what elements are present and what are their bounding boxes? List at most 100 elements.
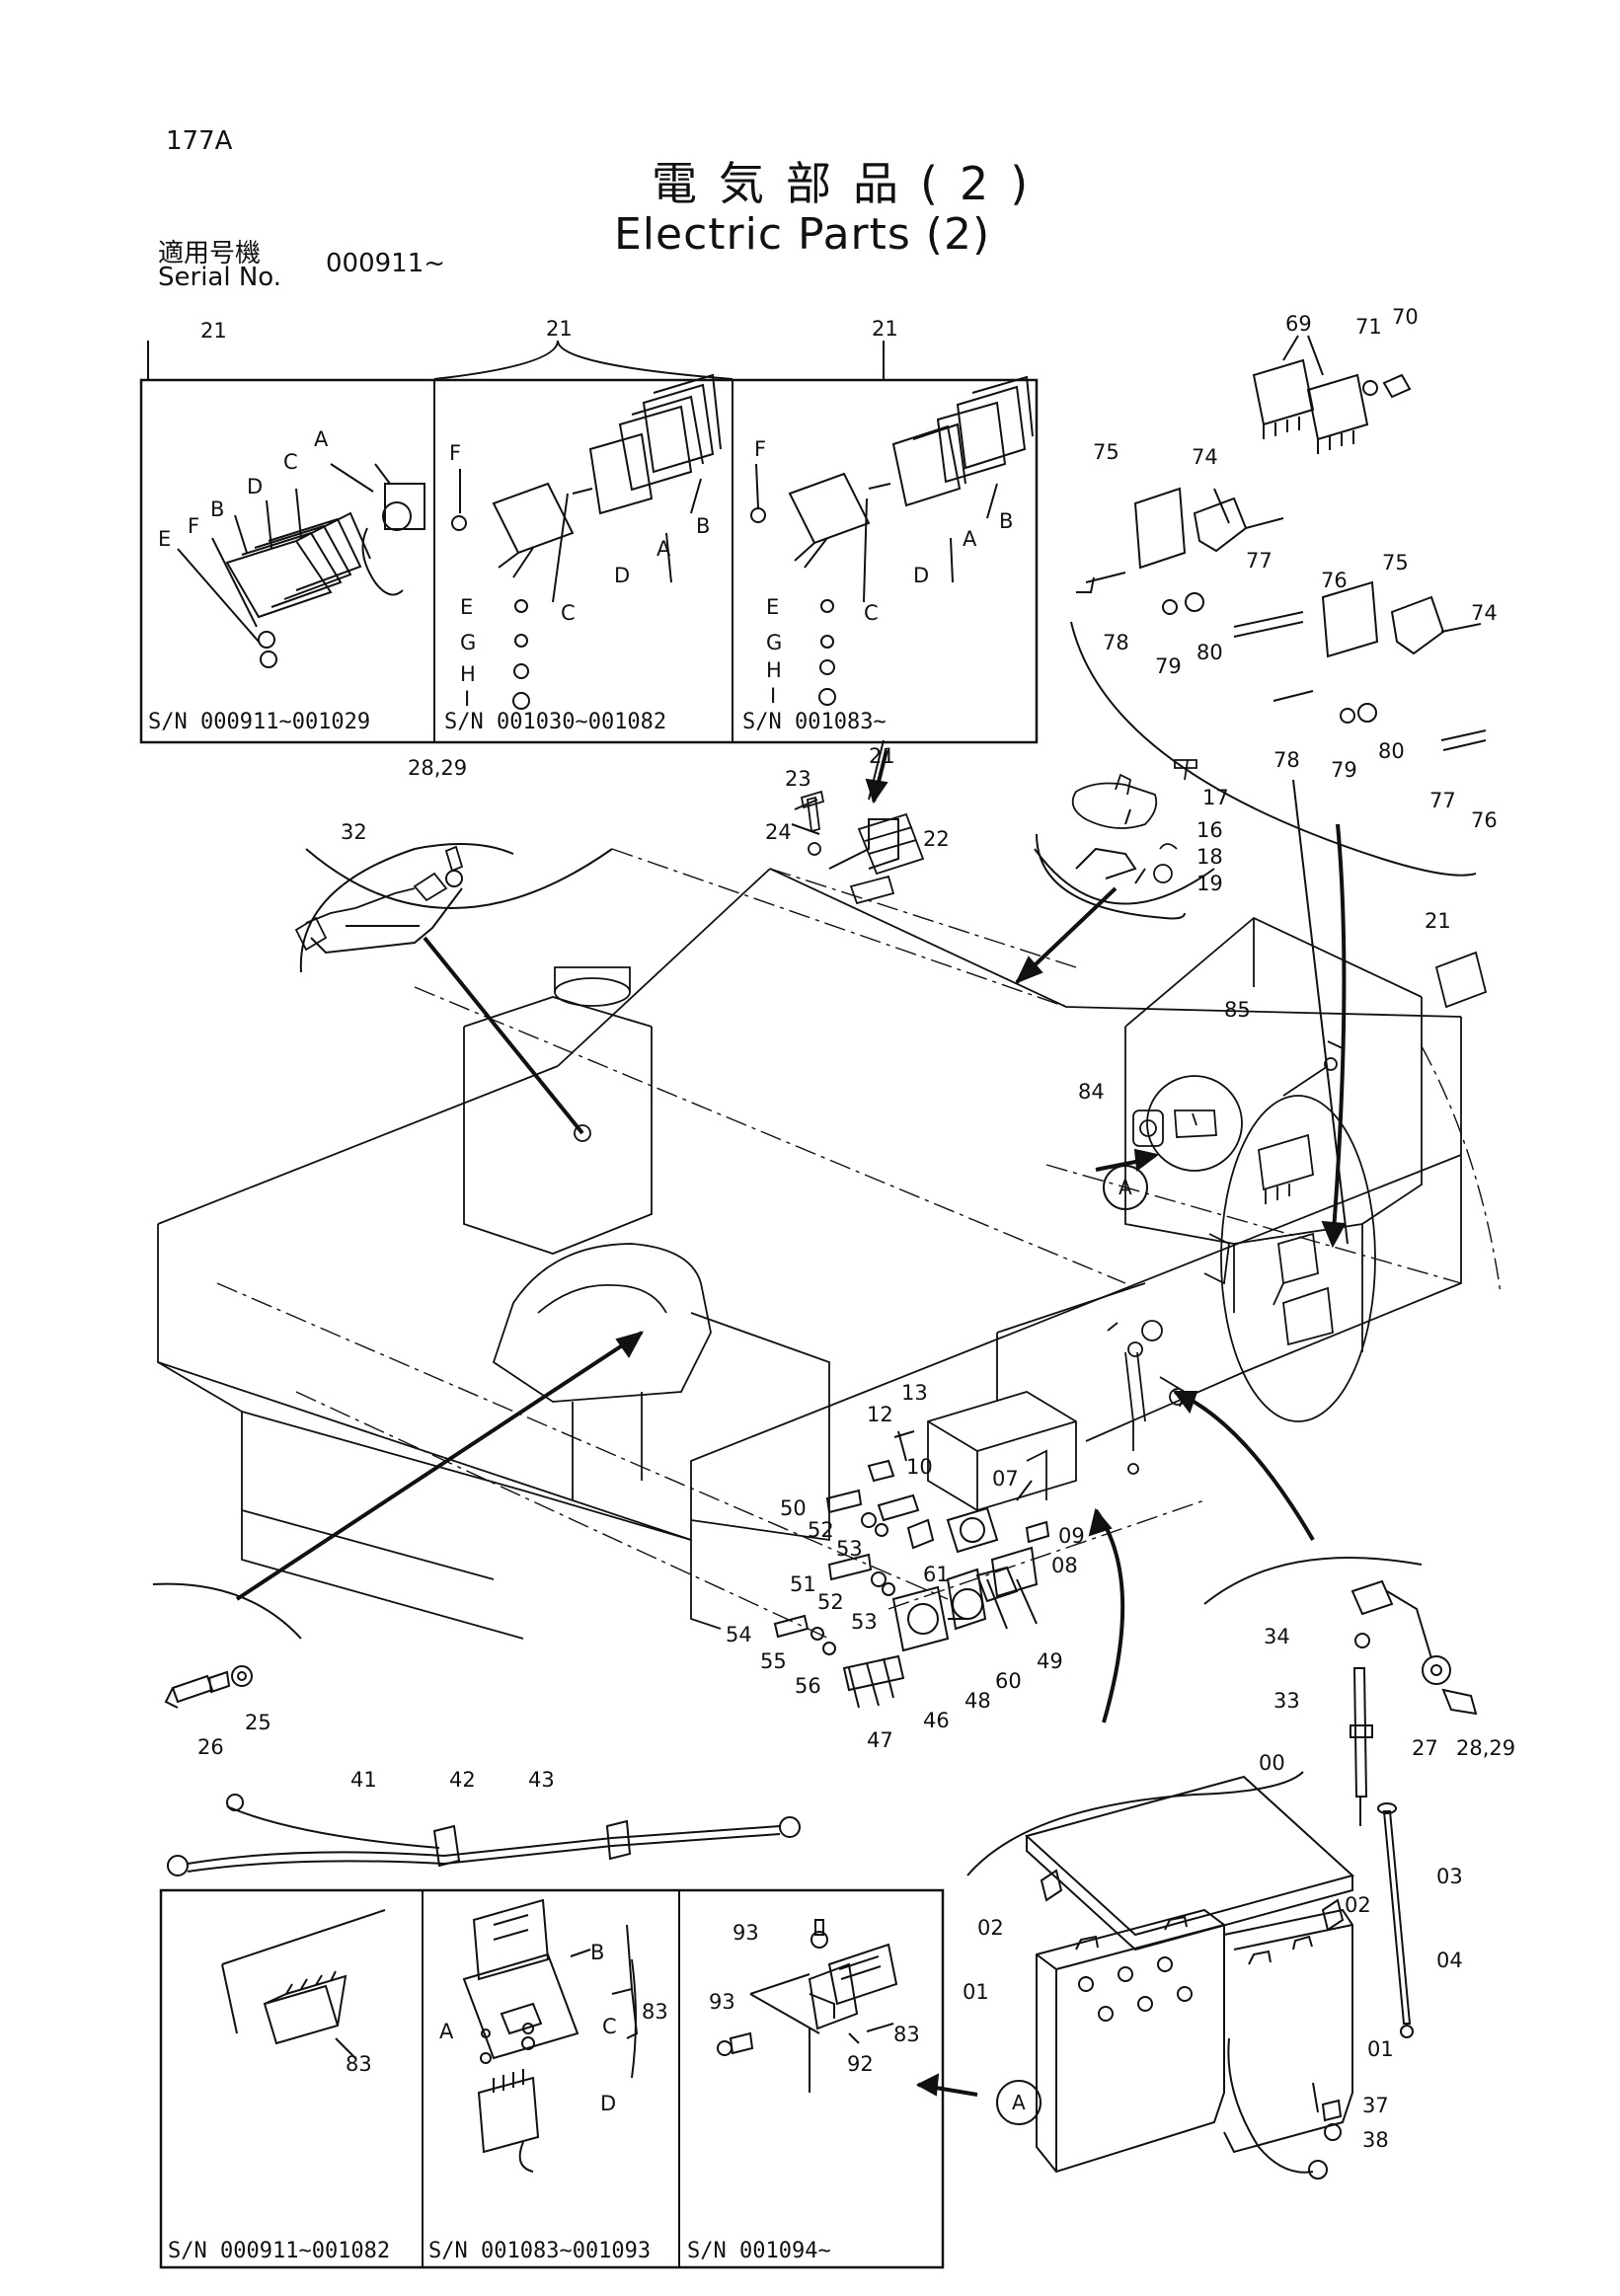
reference-marker-a	[1103, 1165, 1148, 1210]
part-21-right: 21	[1425, 909, 1451, 933]
reference-marker-a-bottom	[996, 2080, 1041, 2125]
label-93-b: 93	[709, 1990, 735, 2014]
part-77: 77	[1246, 549, 1273, 573]
part-54: 54	[726, 1623, 752, 1646]
part-10: 10	[906, 1455, 933, 1479]
part-01: 01	[963, 1980, 989, 2004]
page-title-english: Electric Parts (2)	[614, 209, 991, 260]
sn-range-bottom-1: S/N 000911~001082	[168, 2239, 390, 2263]
part-52: 52	[808, 1518, 834, 1542]
label-h-3: H	[766, 658, 782, 682]
callout-21-c: 21	[872, 317, 898, 341]
part-75-b: 75	[1382, 551, 1409, 574]
wiring-harness	[167, 1794, 801, 1876]
part-02: 02	[977, 1916, 1004, 1940]
part-08: 08	[1051, 1554, 1078, 1577]
part-42: 42	[449, 1768, 476, 1792]
fuel-level-sensor	[1350, 1579, 1478, 1826]
part-32: 32	[341, 820, 367, 844]
part-75: 75	[1093, 440, 1119, 464]
label-e: E	[158, 527, 171, 551]
part-03: 03	[1436, 1865, 1463, 1888]
part-01-b: 01	[1367, 2037, 1394, 2061]
ref-a-label-bottom: A	[1012, 2091, 1026, 2114]
part-80-b: 80	[1378, 739, 1405, 763]
serial-label-english: Serial No.	[158, 263, 281, 292]
upper-callouts	[305, 739, 1215, 955]
part-02-b: 02	[1345, 1893, 1371, 1917]
label-c-bottom: C	[602, 2015, 617, 2038]
part-60: 60	[995, 1669, 1022, 1693]
label-93-a: 93	[733, 1921, 759, 1945]
part-37: 37	[1362, 2094, 1389, 2117]
label-c: C	[283, 450, 298, 474]
part-69: 69	[1285, 312, 1312, 336]
part-74-b: 74	[1471, 601, 1498, 625]
part-12: 12	[867, 1403, 893, 1426]
part-49: 49	[1037, 1649, 1063, 1673]
part-56: 56	[795, 1674, 821, 1698]
part-27: 27	[1412, 1736, 1438, 1760]
part-38: 38	[1362, 2128, 1389, 2152]
machine-frame	[157, 759, 1502, 1640]
part-52-b: 52	[817, 1590, 844, 1614]
sn-range-2: S/N 001030~001082	[444, 710, 666, 734]
part-18: 18	[1196, 845, 1223, 869]
label-d-2: D	[614, 564, 630, 587]
label-d-3: D	[913, 564, 929, 587]
part-21-center: 21	[869, 744, 895, 768]
part-74: 74	[1192, 445, 1218, 469]
electrical-box-parts	[773, 1430, 1050, 1709]
part-04: 04	[1436, 1949, 1463, 1972]
part-71: 71	[1355, 315, 1382, 339]
part-33: 33	[1273, 1689, 1300, 1713]
label-f-2: F	[449, 441, 461, 465]
label-a-3: A	[963, 527, 977, 551]
part-79: 79	[1155, 654, 1182, 678]
part-22: 22	[923, 827, 950, 851]
page-title-japanese: 電気部品(2)	[652, 157, 1050, 210]
callout-21-b: 21	[546, 317, 573, 341]
serial-value: 000911~	[326, 249, 446, 278]
label-a-2: A	[656, 537, 671, 561]
part-53-b: 53	[851, 1610, 878, 1634]
label-c-3: C	[864, 601, 879, 625]
part-84: 84	[1078, 1080, 1105, 1104]
label-e-3: E	[766, 595, 779, 619]
label-83-panel3: 83	[893, 2023, 920, 2046]
part-28-29-b: 28,29	[1456, 1736, 1515, 1760]
water-temp-sensor	[164, 1665, 253, 1709]
label-83-panel1: 83	[346, 2052, 372, 2076]
part-78: 78	[1103, 631, 1129, 654]
part-50: 50	[780, 1496, 807, 1520]
relay-assembly-upper	[1070, 335, 1487, 1245]
callout-21-a: 21	[200, 319, 227, 343]
label-b-bottom: B	[590, 1941, 604, 1964]
sn-range-1: S/N 000911~001029	[148, 710, 370, 734]
part-78-b: 78	[1273, 748, 1300, 772]
label-b: B	[210, 497, 224, 521]
part-47: 47	[867, 1728, 893, 1752]
part-16: 16	[1196, 818, 1223, 842]
part-13: 13	[901, 1381, 928, 1405]
label-92: 92	[847, 2052, 874, 2076]
label-h-2: H	[460, 662, 476, 686]
page-code: 177A	[166, 126, 233, 156]
work-lamp-variant-1	[225, 463, 425, 668]
part-77-b: 77	[1429, 789, 1456, 812]
part-80: 80	[1196, 641, 1223, 664]
label-g-2: G	[460, 631, 476, 654]
label-e-2: E	[460, 595, 473, 619]
part-76-b: 76	[1471, 808, 1498, 832]
top-inset	[139, 340, 1039, 744]
part-09: 09	[1058, 1524, 1085, 1548]
part-26: 26	[197, 1735, 224, 1759]
work-lamp-variant-3	[750, 375, 1034, 706]
sn-range-bottom-3: S/N 001094~	[687, 2239, 831, 2263]
label-i-3: I	[770, 684, 776, 708]
label-d: D	[247, 475, 263, 498]
part-23: 23	[785, 767, 811, 791]
label-f: F	[188, 514, 199, 538]
part-43: 43	[528, 1768, 555, 1792]
